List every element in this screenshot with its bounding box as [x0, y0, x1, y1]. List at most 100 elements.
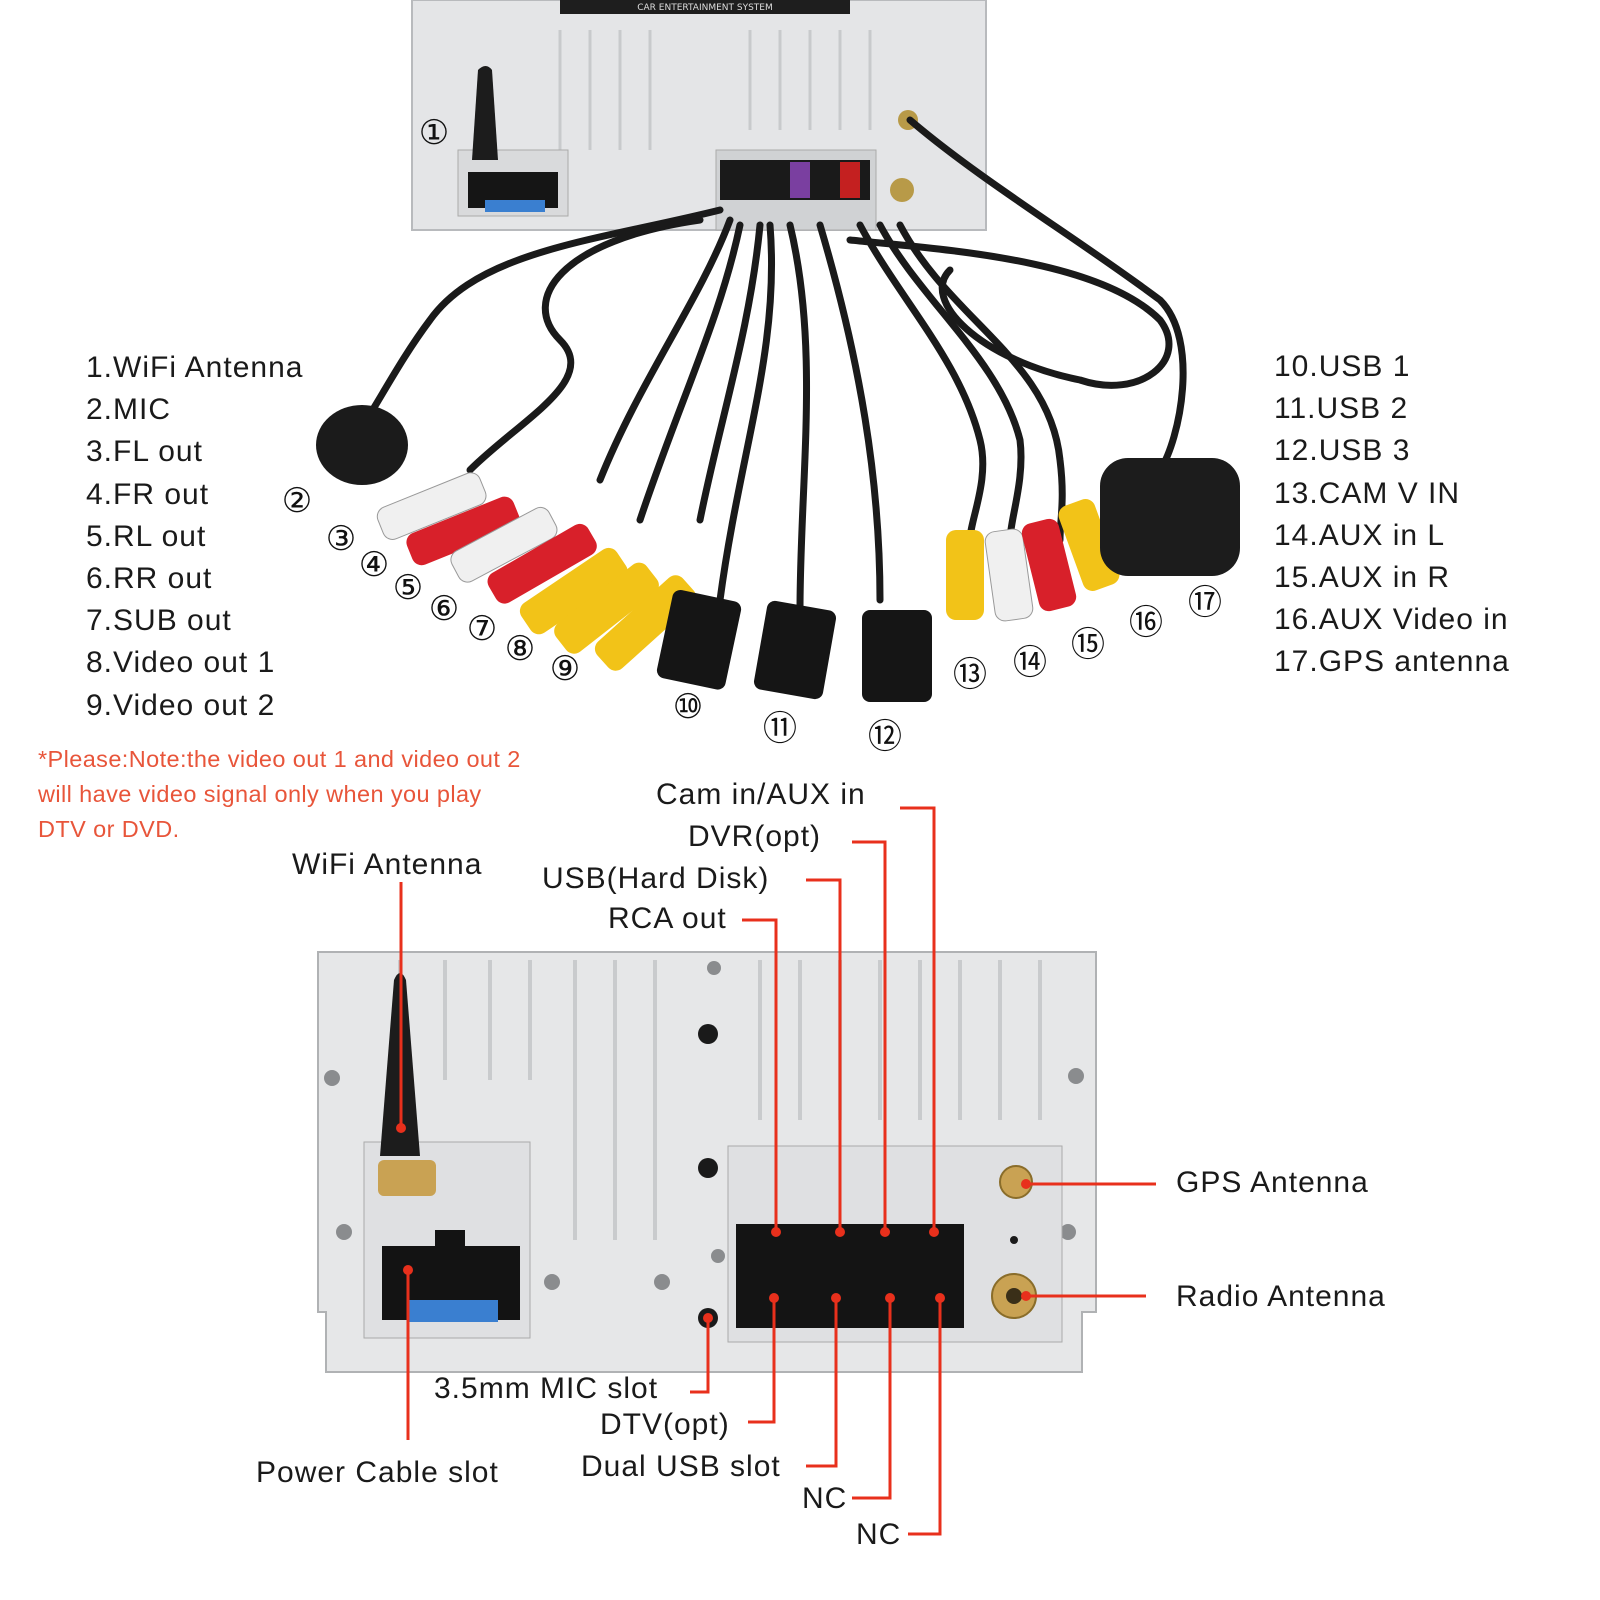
label-wifi-antenna: WiFi Antenna: [292, 848, 483, 881]
radio-connector-top: [890, 178, 914, 202]
label-power-cable-slot: Power Cable slot: [256, 1456, 499, 1489]
legend-item: 13.CAM V IN: [1274, 476, 1461, 510]
rca-out-group: [376, 472, 697, 671]
marker-7: ⑦: [467, 609, 497, 649]
screws: [324, 961, 1084, 1290]
legend-item: 11.USB 2: [1274, 392, 1409, 426]
label-dual-usb-slot: Dual USB slot: [581, 1450, 781, 1483]
unit-plate: [560, 0, 850, 14]
line-dtv: [748, 1298, 776, 1424]
marker-4: ④: [359, 545, 389, 585]
marker-1: ①: [419, 113, 449, 153]
top-unit-photo: CAR ENTERTAINMENT SYSTEM: [316, 0, 1240, 702]
marker-12: ⑫: [868, 717, 902, 757]
label-radio-antenna: Radio Antenna: [1176, 1280, 1386, 1313]
line-dual-usb: [806, 1298, 838, 1468]
hole-2: [698, 1158, 718, 1178]
gps-puck: [1100, 458, 1240, 576]
red-connector: [840, 162, 860, 198]
bottom-unit-diagram: [317, 951, 1097, 1373]
note-line: DTV or DVD.: [38, 816, 180, 842]
legend-item: 8.Video out 1: [86, 646, 276, 680]
line-cam-aux: [900, 806, 936, 1232]
legend-item: 10.USB 1: [1274, 350, 1411, 383]
label-gps-antenna: GPS Antenna: [1176, 1166, 1369, 1199]
label-dvr: DVR(opt): [688, 820, 822, 853]
rca-aux-l: [984, 528, 1034, 622]
marker-5: ⑤: [393, 568, 423, 608]
marker-14: ⑭: [1013, 643, 1047, 683]
fuse-top: [485, 200, 545, 212]
rca-rr: [487, 523, 597, 604]
rca-sub: [519, 547, 628, 635]
usb3-connector: [862, 610, 932, 702]
line-usb-hdd: [806, 878, 842, 1232]
legend-item: 16.AUX Video in: [1274, 603, 1509, 637]
marker-9: ⑨: [550, 649, 580, 689]
wifi-antenna-top: [472, 66, 498, 160]
legend-item: 7.SUB out: [86, 604, 232, 638]
wifi-antenna-base: [378, 1160, 436, 1196]
legend-item: 14.AUX in L: [1274, 518, 1446, 552]
line-rca-out: [742, 918, 778, 1232]
legend-item: 1.WiFi Antenna: [86, 351, 304, 384]
hole-1: [698, 1024, 718, 1044]
legend-item: 9.Video out 2: [86, 688, 276, 722]
usb1-connector: [656, 589, 742, 690]
marker-16: ⑯: [1129, 603, 1163, 643]
chassis-ribs: [558, 30, 872, 150]
rca-aux-video: [1058, 499, 1120, 591]
legend-item: 6.RR out: [86, 562, 213, 596]
line-nc-1: [852, 1298, 892, 1500]
rca-cam-in: [946, 530, 984, 620]
marker-2: ②: [282, 481, 312, 521]
mic: [316, 405, 408, 485]
marker-11: ⑪: [763, 709, 797, 749]
marker-3: ③: [326, 519, 356, 559]
label-mic-slot: 3.5mm MIC slot: [434, 1372, 659, 1405]
legend-item: 15.AUX in R: [1274, 561, 1451, 595]
note-line: will have video signal only when you pla…: [38, 781, 482, 807]
rca-fl: [376, 472, 487, 540]
usb2-connector: [753, 600, 837, 700]
marker-6: ⑥: [429, 589, 459, 629]
gps-antenna-jack: [999, 1165, 1033, 1199]
callout-lines: [399, 806, 1156, 1536]
legend-right: 10.USB 1 11.USB 2 12.USB 3 13.CAM V IN 1…: [1274, 346, 1510, 684]
callout-dots: [396, 1123, 1031, 1323]
marker-17: ⑰: [1188, 583, 1222, 623]
radio-antenna-core: [1006, 1288, 1022, 1304]
line-dvr: [852, 840, 887, 1232]
markers: ① ② ③ ④ ⑤ ⑥ ⑦ ⑧ ⑨ ⑩ ⑪ ⑫ ⑬ ⑭ ⑮ ⑯ ⑰: [282, 113, 1222, 757]
label-rca-out: RCA out: [608, 902, 727, 935]
video-note: *Please:Note:the video out 1 and video o…: [38, 742, 598, 847]
legend-item: 17.GPS antenna: [1274, 645, 1510, 679]
ant-indicator: [1010, 1236, 1018, 1244]
purple-connector: [790, 162, 810, 198]
legend-item: 5.RL out: [86, 519, 207, 553]
label-cam-aux-in: Cam in/AUX in: [656, 778, 866, 811]
label-nc-2: NC: [856, 1518, 902, 1551]
line-mic: [690, 1318, 710, 1394]
rca-video2: [594, 575, 697, 671]
label-nc-1: NC: [802, 1482, 848, 1515]
legend-item: 12.USB 3: [1274, 434, 1411, 468]
marker-8: ⑧: [505, 629, 535, 669]
label-dtv: DTV(opt): [600, 1408, 730, 1441]
marker-10: ⑩: [673, 687, 703, 727]
rca-rl: [450, 506, 558, 583]
harness-connector-block: [736, 1224, 964, 1328]
unit-plate-text: CAR ENTERTAINMENT SYSTEM: [637, 3, 773, 13]
legend-item: 2.MIC: [86, 393, 172, 427]
rca-video1: [554, 562, 659, 654]
rca-aux-r: [1021, 518, 1077, 612]
fuse: [408, 1300, 498, 1322]
rca-fr: [406, 496, 520, 566]
marker-15: ⑮: [1071, 625, 1105, 665]
label-usb-hard-disk: USB(Hard Disk): [542, 862, 770, 895]
legend-item: 3.FL out: [86, 435, 203, 469]
line-nc-2: [908, 1298, 942, 1536]
legend-item: 4.FR out: [86, 477, 210, 511]
power-cable-slot-key: [435, 1230, 465, 1248]
